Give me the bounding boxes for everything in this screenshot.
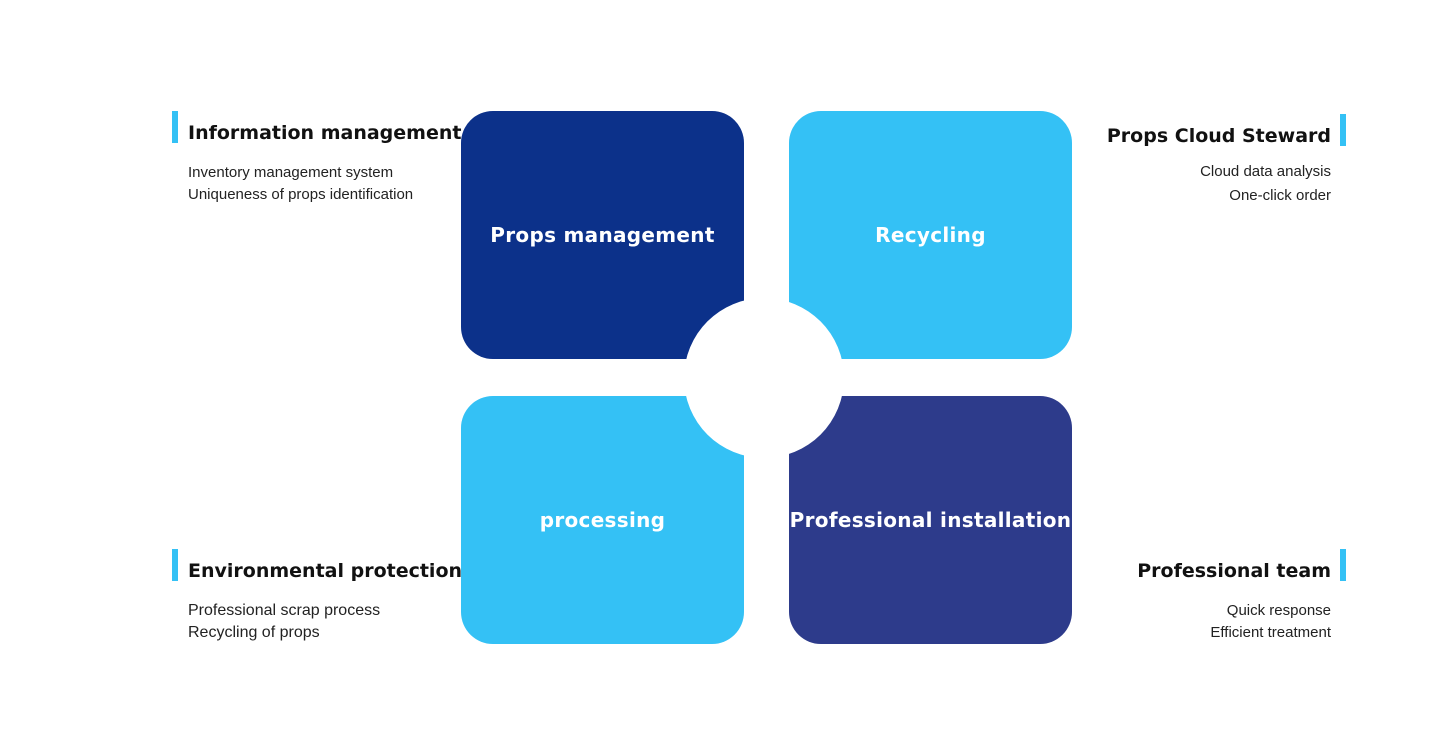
center-circle	[684, 298, 844, 458]
info-block-professional-team: Professional team Quick response Efficie…	[1061, 560, 1331, 644]
block-heading: Professional team	[1137, 560, 1331, 582]
tile-recycling: Recycling	[789, 111, 1072, 359]
info-block-props-cloud-steward: Props Cloud Steward Cloud data analysis …	[1061, 125, 1331, 207]
block-item: Quick response	[1226, 602, 1331, 619]
info-block-information-management: Information management Inventory managem…	[188, 122, 462, 206]
block-heading: Environmental protection	[188, 560, 463, 582]
block-item: Professional scrap process	[188, 602, 381, 619]
block-heading: Props Cloud Steward	[1106, 125, 1331, 147]
block-item: One-click order	[1229, 187, 1331, 204]
block-item: Recycling of props	[188, 624, 320, 641]
tile-processing: processing	[461, 396, 744, 644]
tile-label: Professional installation	[789, 508, 1072, 532]
block-item: Efficient treatment	[1210, 624, 1331, 641]
tile-label: processing	[539, 508, 666, 532]
info-block-environmental-protection: Environmental protection Professional sc…	[188, 560, 463, 644]
block-item: Cloud data analysis	[1200, 163, 1331, 180]
accent-bar	[172, 549, 178, 581]
tile-professional-installation: Professional installation	[789, 396, 1072, 644]
tile-props-management: Props management	[461, 111, 744, 359]
block-heading: Information management	[188, 122, 462, 144]
block-item: Inventory management system	[188, 164, 394, 181]
accent-bar	[1340, 114, 1346, 146]
tile-label: Recycling	[875, 223, 986, 247]
accent-bar	[1340, 549, 1346, 581]
accent-bar	[172, 111, 178, 143]
tile-label: Props management	[490, 223, 715, 247]
block-item: Uniqueness of props identification	[188, 186, 414, 203]
